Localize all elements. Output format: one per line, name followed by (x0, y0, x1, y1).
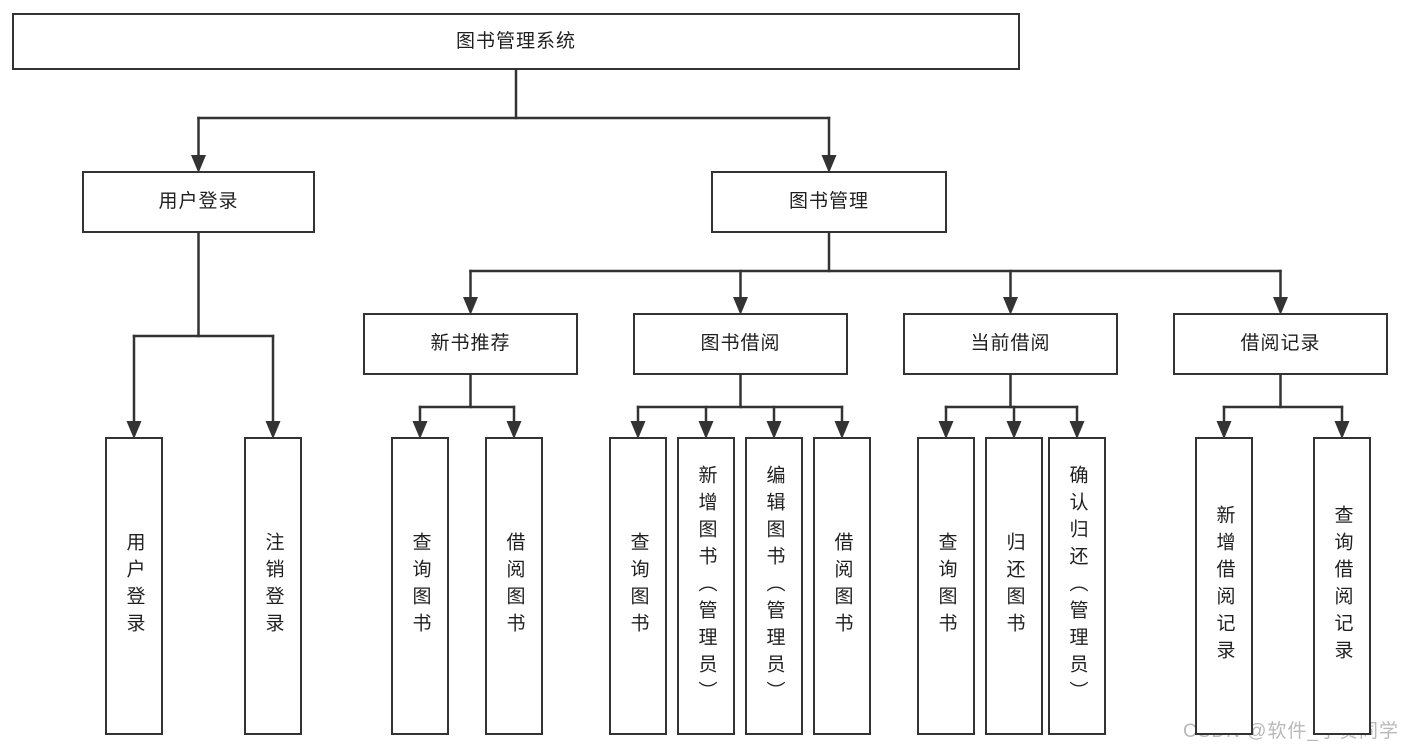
node-label: 用户登录 (123, 532, 145, 640)
node-label: 图书管理 (788, 191, 869, 213)
node-label: 查询图书 (409, 532, 431, 640)
node-logout-leaf: 注销登录 (244, 437, 302, 735)
node-label: 注销登录 (262, 532, 284, 640)
node-label: 新增借阅记录 (1213, 505, 1235, 667)
node-new-book-rec: 新书推荐 (363, 313, 578, 375)
node-bb-add-books: 新增图书（管理员） (677, 437, 735, 735)
node-book-borrow: 图书借阅 (633, 313, 848, 375)
node-label: 查询图书 (627, 532, 649, 640)
node-br-add-record: 新增借阅记录 (1195, 437, 1253, 735)
arrowhead-icon (834, 421, 850, 439)
arrowhead-icon (630, 421, 646, 439)
node-label: 编辑图书（管理员） (763, 464, 785, 708)
arrowhead-icon (1334, 421, 1350, 439)
node-label: 确认归还（管理员） (1066, 464, 1088, 708)
arrowhead-icon (412, 421, 428, 439)
arrowhead-icon (191, 155, 206, 173)
arrowhead-icon (1273, 297, 1288, 315)
arrowhead-icon (938, 421, 954, 439)
node-borrow-records: 借阅记录 (1173, 313, 1388, 375)
node-book-mgmt: 图书管理 (711, 171, 947, 233)
node-label: 借阅图书 (831, 532, 853, 640)
arrowhead-icon (1069, 421, 1085, 439)
arrowhead-icon (1003, 297, 1018, 315)
node-label: 归还图书 (1003, 532, 1025, 640)
arrowhead-icon (1216, 421, 1232, 439)
arrowhead-icon (1006, 421, 1022, 439)
node-bb-query-books: 查询图书 (609, 437, 667, 735)
node-label: 借阅图书 (503, 532, 525, 640)
node-label: 查询图书 (935, 532, 957, 640)
node-br-query-record: 查询借阅记录 (1313, 437, 1371, 735)
node-label: 借阅记录 (1240, 333, 1321, 355)
node-user-login-leaf: 用户登录 (105, 437, 163, 735)
node-user-login: 用户登录 (82, 171, 315, 233)
node-label: 图书管理系统 (455, 30, 576, 52)
node-rec-query-books: 查询图书 (391, 437, 449, 735)
node-bb-borrow-books: 借阅图书 (813, 437, 871, 735)
arrowhead-icon (463, 297, 478, 315)
arrowhead-icon (698, 421, 714, 439)
node-label: 当前借阅 (970, 333, 1051, 355)
arrowhead-icon (265, 421, 281, 439)
arrowhead-icon (126, 421, 142, 439)
node-label: 查询借阅记录 (1331, 505, 1353, 667)
node-rec-borrow-books: 借阅图书 (485, 437, 543, 735)
arrowhead-icon (506, 421, 522, 439)
node-cb-query-books: 查询图书 (917, 437, 975, 735)
node-root: 图书管理系统 (12, 13, 1020, 70)
node-bb-edit-books: 编辑图书（管理员） (745, 437, 803, 735)
arrowhead-icon (733, 297, 748, 315)
node-label: 图书借阅 (700, 333, 781, 355)
node-label: 用户登录 (158, 191, 239, 213)
node-cb-confirm-return: 确认归还（管理员） (1048, 437, 1106, 735)
arrowhead-icon (821, 155, 837, 173)
node-cb-return-books: 归还图书 (985, 437, 1043, 735)
node-label: 新书推荐 (430, 333, 511, 355)
node-current-borrow: 当前借阅 (903, 313, 1118, 375)
node-label: 新增图书（管理员） (695, 464, 717, 708)
arrowhead-icon (766, 421, 782, 439)
